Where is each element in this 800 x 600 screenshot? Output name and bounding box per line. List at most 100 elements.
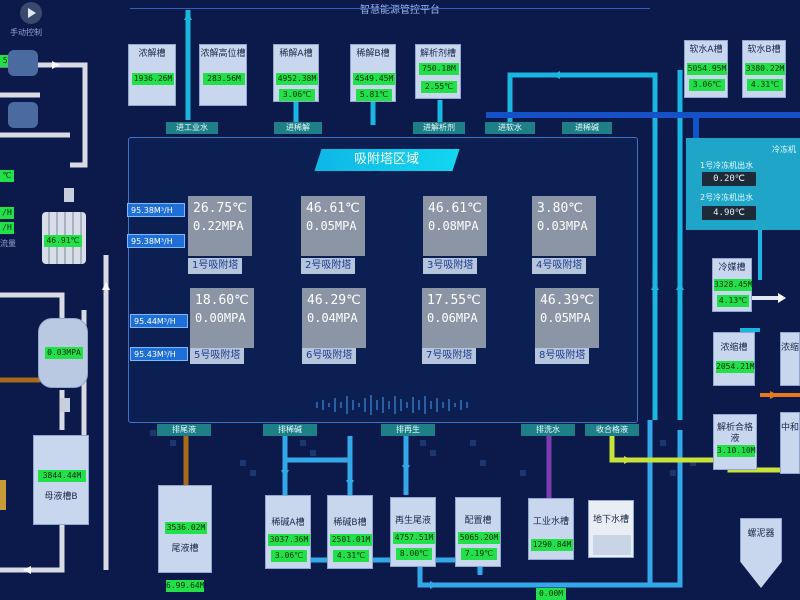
tank-fill-indicator (593, 535, 631, 555)
flow-readout-2: 95.38M³/H (127, 234, 185, 248)
valve-icon[interactable] (60, 398, 70, 412)
chiller-title: 冷冻机 (772, 145, 796, 154)
tank-temp: 4.13℃ (717, 295, 749, 307)
tank-dilute-a[interactable]: 稀解A槽 4952.38M 3.06℃ (273, 44, 319, 102)
tank-temp: 3.06℃ (689, 79, 725, 91)
tower-3-label[interactable]: 3号吸附塔 (423, 258, 478, 274)
tank-temp: 2.55℃ (421, 81, 457, 93)
flow-readout-1: 95.38M³/H (127, 203, 185, 217)
tank-value: 5065.20M (458, 532, 500, 544)
inlet-label-dilute-alkali: 进稀碱 (562, 122, 612, 134)
vessel-pressure: 0.03MPA (45, 347, 83, 359)
filter-vessel[interactable]: 0.03MPA (38, 318, 88, 388)
tank-industrial-water[interactable]: 工业水槽 1290.84M (528, 498, 574, 560)
tail-bottom-value: 6.99.64M (166, 580, 205, 592)
background-grid (150, 430, 696, 476)
tank-value: 3.10.10M (717, 445, 756, 457)
inlet-label-industrial-water: 进工业水 (166, 122, 218, 134)
tank-soft-water-a[interactable]: 软水A槽 5054.95M 3.06℃ (684, 40, 728, 98)
inlet-label-soft-water: 进软水 (485, 122, 535, 134)
outlet-label-dilute-alkali: 排稀碱 (263, 424, 317, 436)
tank-tail-liquid[interactable]: 3536.02M 尾液槽 (158, 485, 212, 573)
tank-value: 2054.21M (716, 361, 755, 373)
tank-temp: 3.06℃ (271, 550, 307, 562)
left-tank-edge (0, 480, 6, 510)
tank-temp: 8.00℃ (396, 548, 432, 560)
chiller-1-label: 1号冷冻机出水 (700, 161, 754, 170)
tank-value: 750.18M (419, 63, 459, 75)
play-icon (28, 8, 36, 18)
tower-2-label[interactable]: 2号吸附塔 (301, 258, 356, 274)
tank-value: 3844.44M (38, 470, 86, 482)
tank-value: 3536.02M (165, 522, 207, 534)
tank-groundwater[interactable]: 地下水槽 (588, 500, 634, 558)
pump-icon[interactable] (8, 102, 38, 128)
tank-temp: 3.06℃ (279, 89, 315, 101)
tower-6-label[interactable]: 6号吸附塔 (302, 348, 357, 364)
outlet-label-qualified: 收合格液 (585, 424, 639, 436)
tank-value: 5054.95M (687, 63, 727, 75)
tank-concentrated-high[interactable]: 浓解高位槽 283.56M (199, 44, 247, 106)
tank-value: 2501.01M (330, 534, 372, 546)
tank-mother-liquor-b[interactable]: 3844.44M 母液槽B (33, 435, 89, 525)
left-readout-1: ℃ (0, 170, 14, 182)
outlet-label-wash: 排洗水 (521, 424, 575, 436)
tank-value: 4952.38M (276, 73, 318, 85)
tank-temp: 4.31℃ (747, 79, 783, 91)
inlet-label-dilute: 进稀解 (274, 122, 322, 134)
tank-preparation[interactable]: 配置槽 5065.20M 7.19℃ (455, 497, 501, 567)
adsorption-panel (128, 137, 638, 423)
tower-8-label[interactable]: 8号吸附塔 (535, 348, 590, 364)
tank-dilute-alkali-b[interactable]: 稀碱B槽 2501.01M 4.31℃ (327, 495, 373, 569)
tank-value: 1290.84M (531, 539, 573, 551)
tank-concentrated[interactable]: 浓解槽 1936.26M (128, 44, 176, 106)
tank-desorption-qualified[interactable]: 解析合格液 3.10.10M (713, 414, 757, 470)
tank-value: 4757.51M (393, 532, 435, 544)
chiller-panel[interactable]: 冷冻机 1号冷冻机出水 0.20℃ 2号冷冻机出水 4.90℃ (686, 138, 800, 230)
flow-readout-4: 95.43M³/H (130, 347, 188, 361)
tower-5-label[interactable]: 5号吸附塔 (190, 348, 245, 364)
page-title: 智慧能源管控平台 (360, 5, 440, 16)
tank-coolant[interactable]: 冷媒槽 3328.45M 4.13℃ (712, 258, 753, 312)
tank-value: 3328.45M (714, 279, 753, 291)
heat-exchanger-temp: 46.91℃ (44, 235, 82, 247)
panel-title: 吸附塔区域 (314, 149, 460, 171)
tank-value: 283.56M (203, 73, 245, 85)
left-readout-3: /H (0, 222, 14, 234)
tank-soft-water-b[interactable]: 软水B槽 3380.22M 4.31℃ (742, 40, 786, 98)
header-frame (130, 0, 650, 9)
inlet-label-desorbent: 进解析剂 (413, 122, 465, 134)
tank-neutralizer[interactable]: 中和 (780, 412, 800, 474)
tank-dilute-b[interactable]: 稀解B槽 4549.45M 5.81℃ (350, 44, 396, 102)
ground-bottom-value: 0.00M (536, 588, 566, 600)
tank-concentrator-2[interactable]: 浓缩 (780, 332, 800, 386)
tank-value: 3037.36M (268, 534, 310, 546)
pump-icon[interactable] (8, 50, 38, 76)
outlet-label-tail: 排尾液 (157, 424, 211, 436)
tank-temp: 4.31℃ (333, 550, 369, 562)
tank-desorbent[interactable]: 解析剂槽 750.18M 2.55℃ (415, 44, 461, 99)
tank-temp: 5.81℃ (356, 89, 392, 101)
left-readout-2: /H (0, 207, 14, 219)
chiller-1-value: 0.20℃ (702, 172, 756, 186)
chiller-2-label: 2号冷冻机出水 (700, 193, 754, 202)
outlet-label-regeneration: 排再生 (381, 424, 435, 436)
tank-value: 3380.22M (745, 63, 785, 75)
valve-icon[interactable] (64, 188, 74, 202)
tower-1-label[interactable]: 1号吸附塔 (188, 258, 243, 274)
tank-regeneration-tail[interactable]: 再生尾液 4757.51M 8.00℃ (390, 497, 436, 567)
tank-dilute-alkali-a[interactable]: 稀碱A槽 3037.36M 3.06℃ (265, 495, 311, 569)
play-label: 手动控制 (10, 28, 42, 37)
tower-7-label[interactable]: 7号吸附塔 (422, 348, 477, 364)
tank-concentrator[interactable]: 浓缩槽 2054.21M (713, 332, 755, 386)
tank-temp: 7.19℃ (461, 548, 497, 560)
tower-4-label[interactable]: 4号吸附塔 (532, 258, 587, 274)
